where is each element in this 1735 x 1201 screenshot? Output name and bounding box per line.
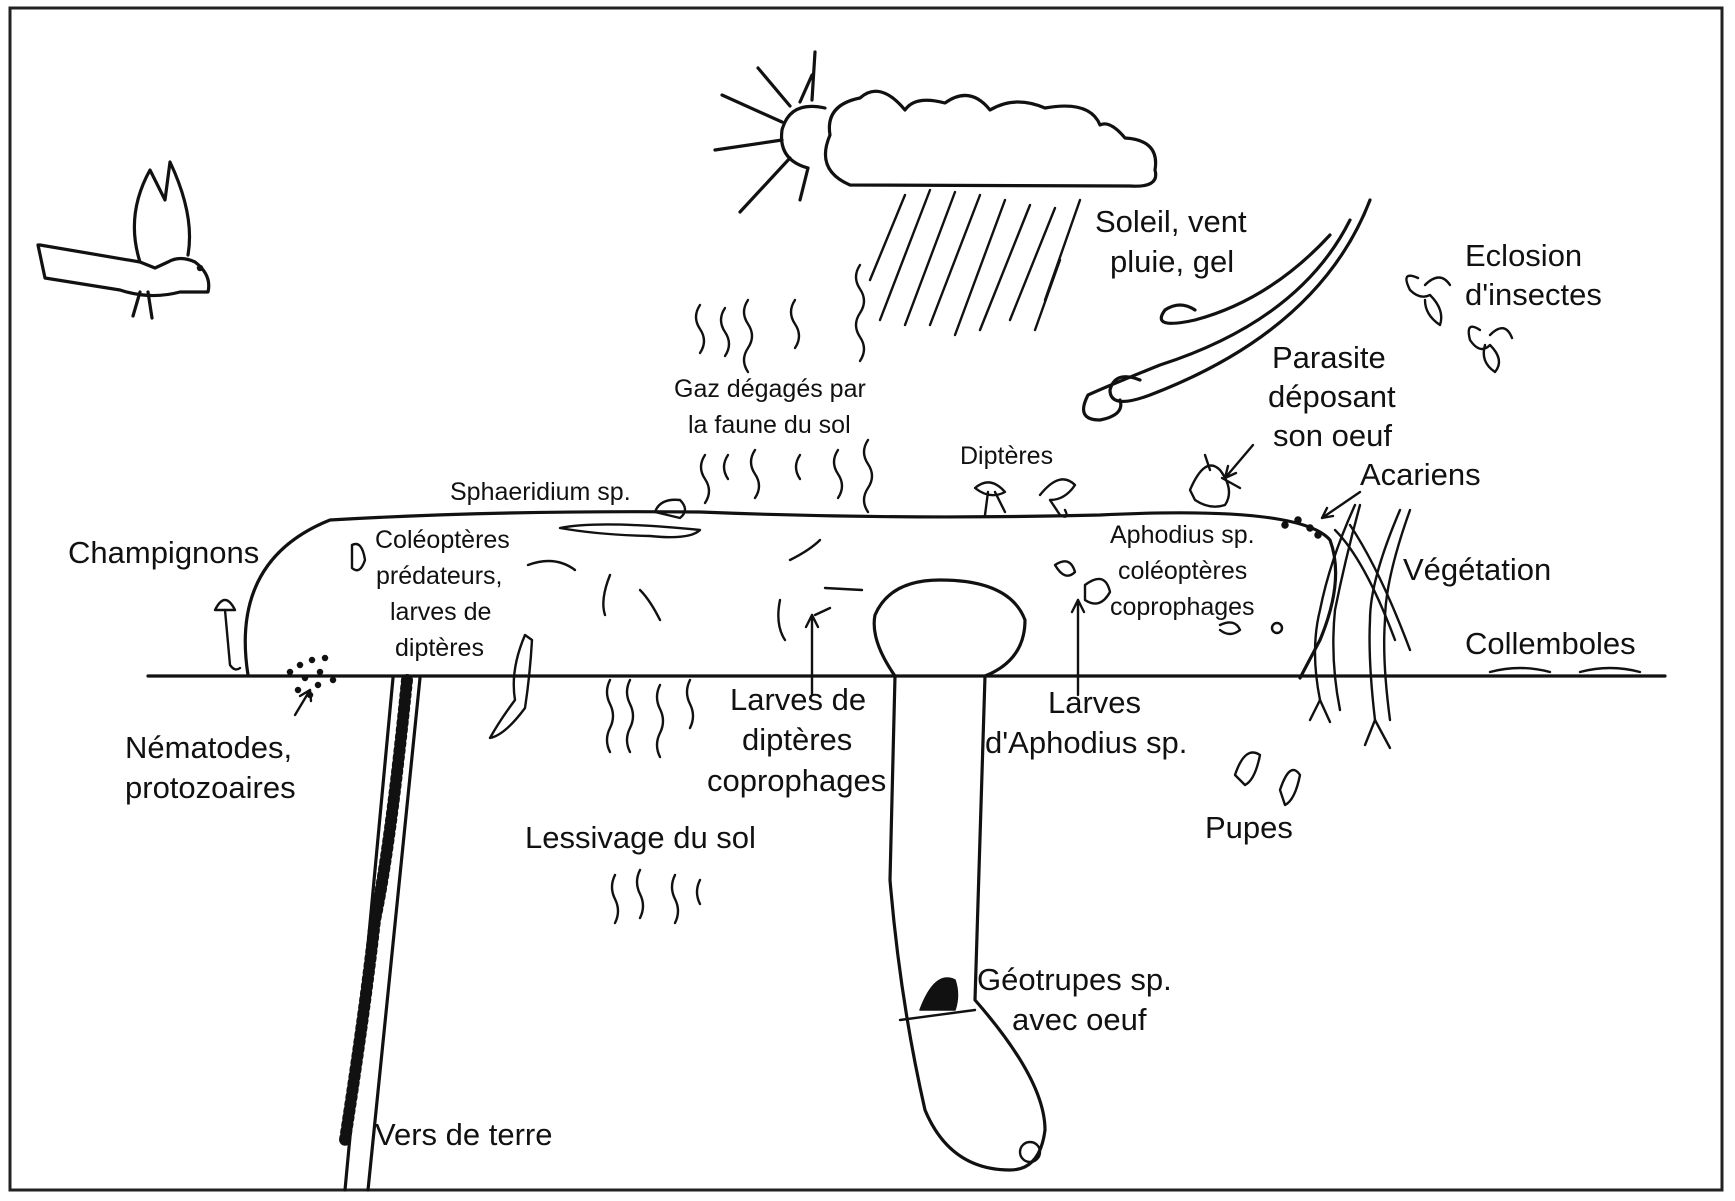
label-collemboles: Collemboles <box>1465 626 1636 661</box>
label-gaz-line2: la faune du sol <box>688 411 851 439</box>
label-sphaeridium: Sphaeridium sp. <box>450 478 631 506</box>
label-geotrupes-line1: Géotrupes sp. <box>977 962 1172 997</box>
bird-illustration <box>38 162 209 318</box>
diptere-flies-illustration <box>975 479 1075 516</box>
label-vegetation: Végétation <box>1403 552 1551 587</box>
label-eclosion-line1: Eclosion <box>1465 238 1582 273</box>
collembole-illustration <box>1490 668 1640 672</box>
parasite-insect-illustration <box>1190 455 1240 507</box>
label-parasite-line2: déposant <box>1268 379 1396 414</box>
label-acariens: Acariens <box>1360 457 1481 492</box>
label-larves-dipteres-line2: diptères <box>742 722 852 757</box>
label-parasite-line3: son oeuf <box>1273 418 1392 453</box>
rain-illustration <box>870 190 1080 335</box>
label-gaz-line1: Gaz dégagés par <box>674 375 866 403</box>
label-coleopteres-line2: prédateurs, <box>376 562 502 590</box>
label-pupes: Pupes <box>1205 810 1293 845</box>
label-eclosion-line2: d'insectes <box>1465 277 1602 312</box>
label-aphodius-line3: coprophages <box>1110 593 1255 621</box>
mushroom-illustration <box>215 600 240 669</box>
label-larves-aphodius-line2: d'Aphodius sp. <box>985 725 1187 760</box>
label-aphodius-line2: coléoptères <box>1118 557 1247 585</box>
label-parasite-line1: Parasite <box>1272 340 1386 375</box>
label-larves-aphodius-line1: Larves <box>1048 685 1141 720</box>
geotrupes-burrow-illustration <box>874 580 1045 1170</box>
label-soleil-line1: Soleil, vent <box>1095 204 1247 239</box>
leaching-lines-illustration <box>607 680 700 923</box>
label-geotrupes-line2: avec oeuf <box>1012 1002 1147 1037</box>
pupae-illustration <box>1235 753 1300 806</box>
earthworm-burrow-illustration <box>345 678 420 1190</box>
label-aphodius-line1: Aphodius sp. <box>1110 521 1255 549</box>
label-larves-dipteres-line3: coprophages <box>707 763 886 798</box>
label-soleil-line2: pluie, gel <box>1110 244 1234 279</box>
label-coleopteres-line3: larves de <box>390 598 491 626</box>
label-champignons: Champignons <box>68 535 259 570</box>
label-nematodes-line2: protozoaires <box>125 770 296 805</box>
cloud-illustration <box>826 91 1156 186</box>
label-coleopteres-line4: diptères <box>395 634 484 662</box>
larva-in-soil-illustration <box>490 635 532 738</box>
label-larves-dipteres-line1: Larves de <box>730 682 866 717</box>
label-nematodes-line1: Nématodes, <box>125 730 292 765</box>
label-coleopteres-line1: Coléoptères <box>375 526 510 554</box>
label-vers-de-terre: Vers de terre <box>375 1117 552 1152</box>
label-dipteres: Diptères <box>960 442 1053 470</box>
label-lessivage: Lessivage du sol <box>525 820 756 855</box>
sun-illustration <box>715 52 825 212</box>
